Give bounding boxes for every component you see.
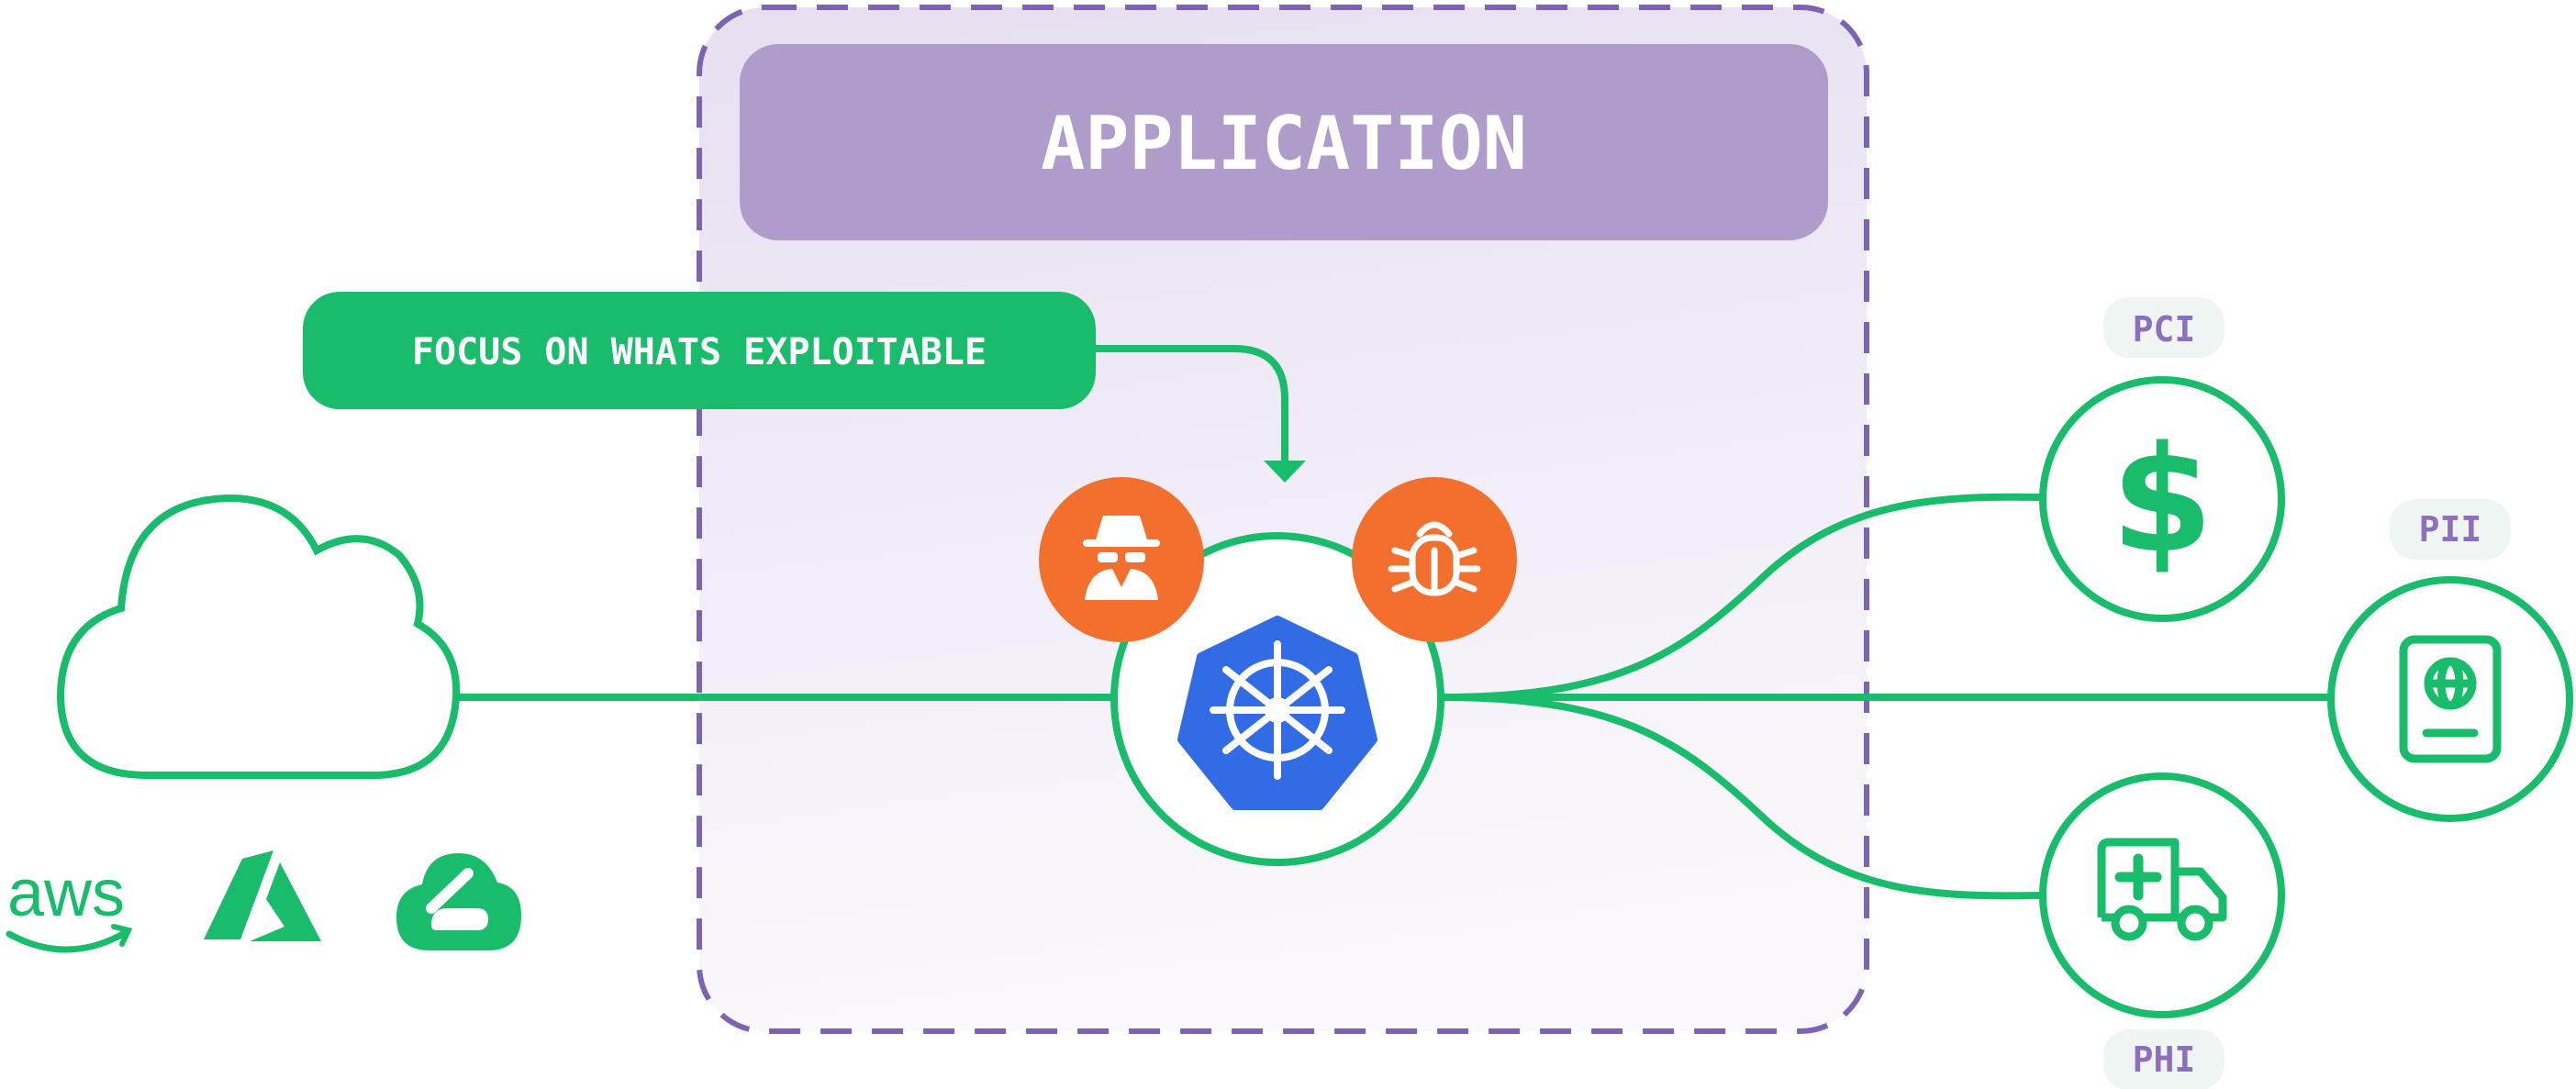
- callout-arrow: [1092, 345, 1288, 461]
- phi-node: PHI: [2039, 772, 2285, 1089]
- dollar-icon: $: [2111, 414, 2213, 585]
- kubernetes-node: [1110, 532, 1444, 866]
- pii-label: PII: [2419, 509, 2482, 550]
- pci-badge: [2103, 297, 2225, 358]
- phi-label: PHI: [2133, 1039, 2196, 1080]
- cloud-providers: aws: [6, 850, 521, 953]
- kubernetes-logo-icon: [1177, 616, 1377, 810]
- application-title: APPLICATION: [1041, 101, 1527, 186]
- aws-label: aws: [7, 857, 125, 930]
- pci-node: PCI $: [2039, 297, 2285, 622]
- pii-node: PII: [2327, 499, 2573, 822]
- application-header: [740, 44, 1828, 240]
- connectors: [459, 345, 2331, 900]
- bug-badge: [1352, 477, 1517, 642]
- passport-icon: [2399, 635, 2502, 763]
- ambulance-icon: [2097, 838, 2227, 941]
- azure-logo-icon: [204, 850, 321, 941]
- callout: FOCUS ON WHATS EXPLOITABLE: [303, 292, 1096, 409]
- attacker-spy-icon: [1083, 516, 1160, 600]
- bug-icon: [1388, 521, 1481, 596]
- google-cloud-logo-icon: [396, 853, 521, 950]
- pii-badge: [2390, 499, 2511, 560]
- callout-text: FOCUS ON WHATS EXPLOITABLE: [412, 331, 987, 373]
- center-to-phi-line: [1440, 694, 2043, 900]
- phi-badge: [2103, 1029, 2225, 1089]
- attacker-badge: [1039, 477, 1204, 642]
- application-panel: APPLICATION: [697, 5, 1869, 1034]
- callout-box: [303, 292, 1096, 409]
- cloud-icon: [56, 494, 461, 779]
- pci-label: PCI: [2133, 309, 2196, 350]
- center-to-pci-line: [1440, 493, 2043, 701]
- aws-logo-icon: aws: [6, 857, 133, 953]
- callout-arrowhead: [1264, 461, 1306, 483]
